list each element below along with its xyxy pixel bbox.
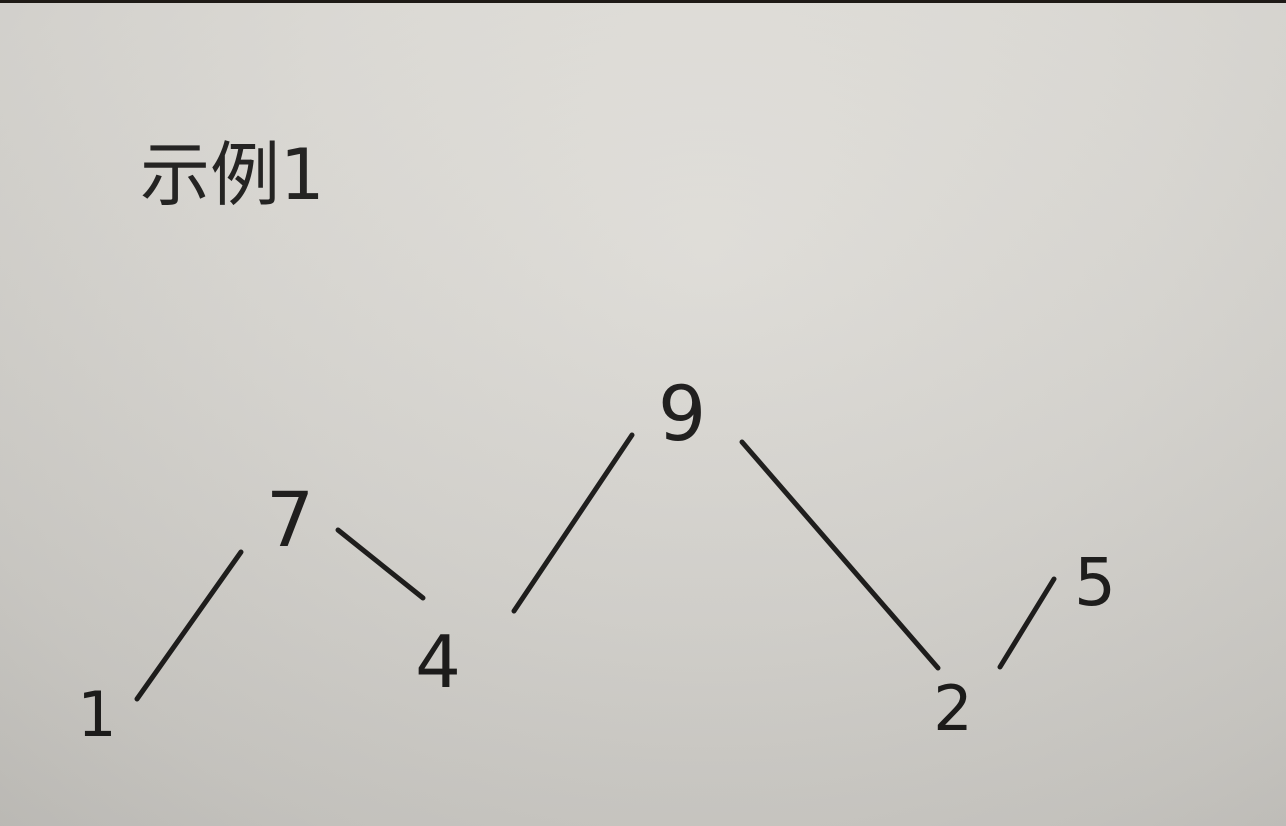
paper-sheet: 示例1 9 7 2 1 4 5: [0, 3, 1286, 826]
edge-7-4: [335, 527, 426, 601]
edge-7-1: [134, 549, 244, 702]
binary-tree-diagram: 示例1 9 7 2 1 4 5: [77, 134, 1116, 751]
edge-9-2: [739, 439, 941, 671]
node-9: 9: [658, 369, 706, 458]
edge-9-7: [511, 432, 635, 614]
node-4: 4: [415, 620, 461, 704]
node-5: 5: [1074, 544, 1116, 621]
diagram-title: 示例1: [140, 134, 325, 216]
edge-2-5: [997, 576, 1057, 670]
node-1: 1: [77, 678, 116, 751]
node-7: 7: [266, 475, 314, 564]
node-2: 2: [933, 672, 972, 745]
